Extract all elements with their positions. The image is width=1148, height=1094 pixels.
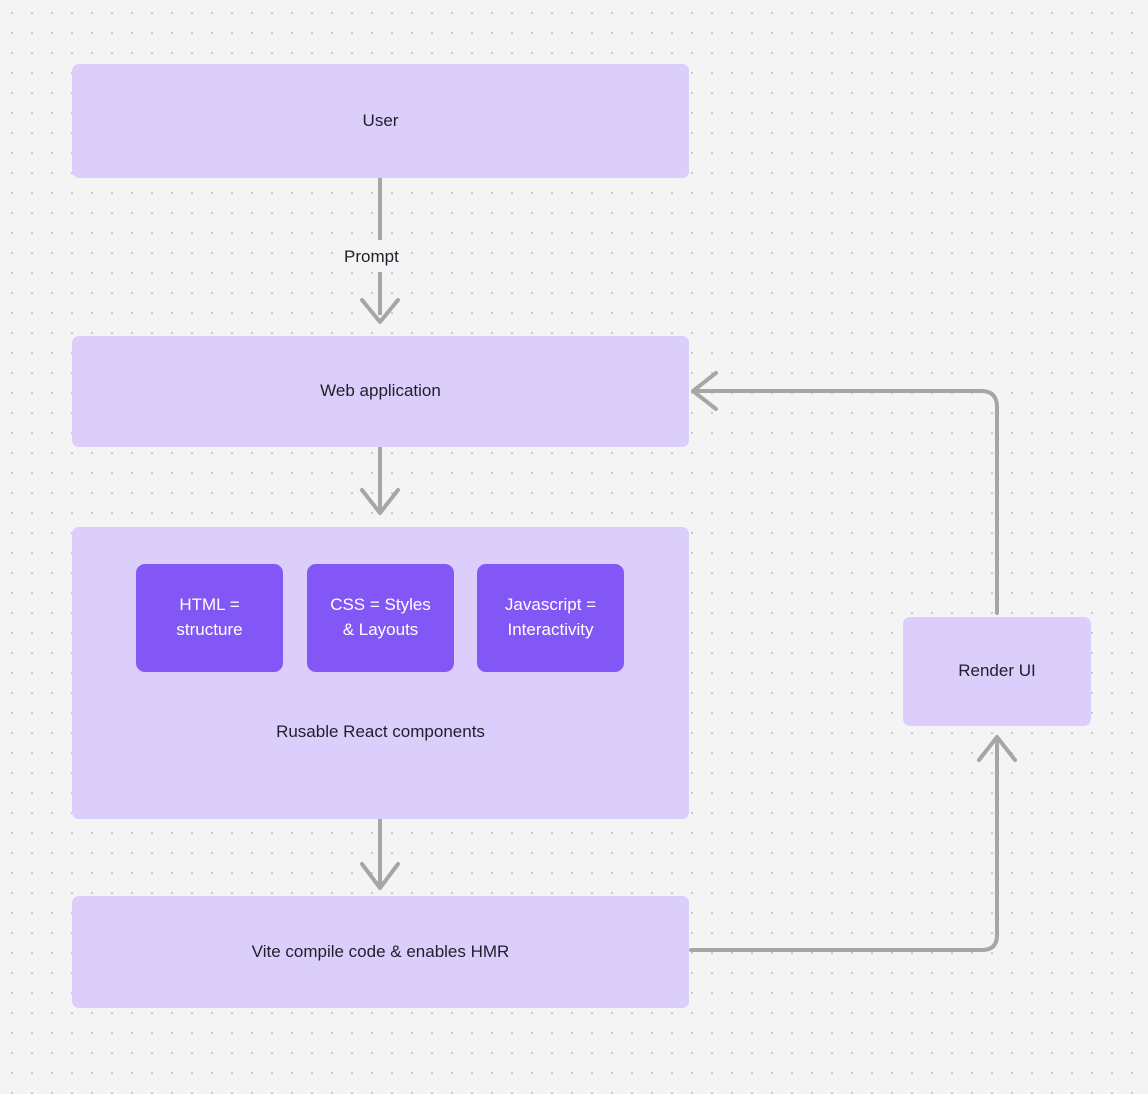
node-render-ui[interactable]: Render UI (903, 617, 1091, 726)
arrowhead-left-icon (691, 371, 718, 411)
node-user-label: User (362, 110, 399, 130)
edge-render-to-webapp (691, 371, 999, 615)
arrowhead-up-icon (977, 735, 1017, 762)
node-user[interactable]: User (72, 64, 689, 178)
edge-webapp-to-group (360, 447, 400, 515)
node-vite-label: Vite compile code & enables HMR (251, 941, 510, 961)
edge-label-prompt: Prompt (344, 247, 399, 266)
edge-group-to-vite (360, 819, 400, 890)
arrowhead-down-icon (360, 298, 400, 324)
chip-html[interactable]: HTML = structure (136, 564, 283, 672)
node-web-application-label: Web application (320, 381, 441, 401)
chip-css-label: CSS = Styles & Layouts (330, 595, 431, 639)
chip-html-label: HTML = structure (176, 595, 243, 639)
arrowhead-down-icon (360, 488, 400, 515)
node-react-components-group[interactable]: HTML = structure CSS = Styles & Layouts … (72, 527, 689, 819)
edge-vite-to-render (689, 735, 1017, 952)
arrowhead-down-icon (360, 862, 400, 890)
node-web-application[interactable]: Web application (72, 336, 689, 447)
node-react-components-caption: Rusable React components (276, 722, 485, 741)
chip-css[interactable]: CSS = Styles & Layouts (307, 564, 454, 672)
node-render-ui-label: Render UI (958, 661, 1036, 681)
chip-row: HTML = structure CSS = Styles & Layouts … (72, 527, 689, 819)
chip-javascript-label: Javascript = Interactivity (504, 595, 597, 639)
node-vite[interactable]: Vite compile code & enables HMR (72, 896, 689, 1008)
chip-javascript[interactable]: Javascript = Interactivity (477, 564, 624, 672)
